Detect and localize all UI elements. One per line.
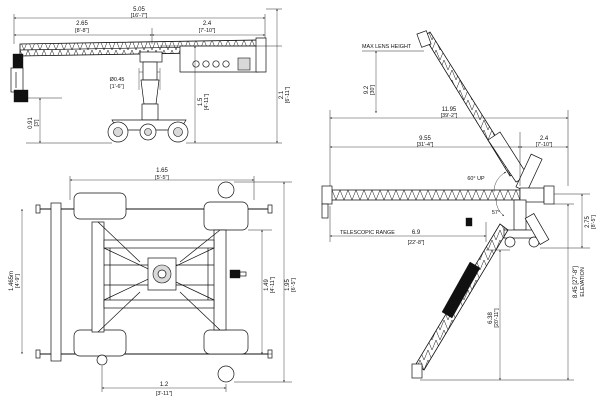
reach-dimensions: 11.95 [39'-2"] 9.55 [31'-4"] 2.4 [7'-10"… (329, 107, 569, 186)
front-arm-imperial: [8'-8"] (75, 28, 89, 34)
remote-head (10, 53, 29, 103)
track-width-imperial: [4'-9"] (15, 274, 21, 288)
low-drop-value: 6.38 (488, 312, 494, 324)
rear-arm-value: 2.4 (203, 21, 212, 27)
rear-reach-imperial: [7'-10"] (536, 142, 553, 148)
pivot-height-imperial: [4'-11"] (204, 93, 210, 110)
elevation-label: ELEVATION (580, 267, 586, 297)
angle-annotations: 60° UP 57° (467, 171, 507, 217)
telescopic-range-label: TELESCOPIC RANGE (340, 230, 395, 236)
track-width-dimension: 1.465m [4'-9"] (9, 208, 23, 355)
overall-length-imperial: [16'-7"] (131, 13, 148, 19)
elevation-value: 8.45 [27'-8"] (573, 266, 579, 298)
height-dimensions: 1.5 [4'-11"] 2.1 [6'-11"] (160, 8, 291, 144)
max-reach-imperial: [39'-2"] (441, 113, 458, 119)
max-lens-height-label: MAX LENS HEIGHT (362, 44, 412, 50)
lens-height-dimension: 0.91 [3'] (26, 97, 112, 144)
top-drop-imperial: [30'] (370, 84, 376, 95)
pivot-height-value: 1.5 (198, 97, 204, 106)
lowered-arm (411, 223, 509, 379)
column-dia-value: Ø0.45 (110, 77, 125, 83)
lens-height-value: 0.91 (28, 117, 34, 129)
top-width-value: 1.65 (156, 168, 168, 174)
front-reach-value: 9.55 (419, 136, 431, 142)
down-angle-label: 57° (492, 210, 500, 216)
front-reach-imperial: [31'-4"] (417, 142, 434, 148)
max-reach-value: 11.95 (442, 107, 457, 113)
overall-length-dimension: 5.05 [16'-7"] (13, 7, 266, 44)
column-dia-imperial: [1'-6"] (110, 84, 124, 90)
base-height-imperial: [8'-5"] (591, 215, 597, 229)
max-lens-height-annotation: MAX LENS HEIGHT 9.2 [30'] (362, 44, 424, 114)
front-arm-value: 2.65 (76, 21, 88, 27)
total-height-value: 2.1 (279, 90, 285, 99)
reach-view-dolly (465, 199, 550, 248)
wheel-base-imperial: [3'-11"] (156, 391, 173, 397)
low-drop-imperial: [20'-11"] (494, 308, 500, 328)
arm-length-dimensions: 2.65 [8'-8"] 2.4 [7'-10"] (13, 21, 266, 44)
reach-view: MAX LENS HEIGHT 9.2 [30'] 11.95 (321, 30, 597, 381)
top-drop-value: 9.2 (364, 85, 370, 94)
crane-arm (19, 37, 267, 73)
rear-reach-value: 2.4 (540, 136, 549, 142)
telescopic-range-imperial: [22'-8"] (408, 240, 425, 246)
top-view-wheels (73, 181, 249, 383)
top-view: 1.65 [5'-5"] (9, 168, 297, 397)
total-height-imperial: [6'-11"] (285, 86, 291, 103)
telescopic-range-value: 6.9 (412, 230, 421, 236)
side-view: 5.05 [16'-7"] 2.65 [8'-8"] 2.4 [7'-10"] (10, 7, 291, 144)
telescopic-range-dimension: TELESCOPIC RANGE 6.9 [22'-8"] (329, 206, 487, 246)
wheel-base-dimension: 1.2 [3'-11"] (101, 366, 227, 397)
telescopic-column (140, 61, 160, 121)
base-height-dimension: 2.75 [8'-5"] (540, 193, 597, 249)
left-beam (50, 202, 62, 362)
wheel-base-value: 1.2 (160, 382, 169, 388)
elevation-dimension: 8.45 [27'-8"] ELEVATION (420, 203, 586, 381)
low-drop-dimension: 6.38 [20'-11"] (486, 249, 510, 381)
length-outer-imperial: [6'-5"] (291, 278, 297, 292)
length-inner-imperial: [4'-11"] (270, 276, 276, 293)
horizontal-arm (321, 185, 555, 219)
rear-arm-imperial: [7'-10"] (199, 28, 216, 34)
top-length-dimensions: 1.49 [4'-11"] 1.95 [6'-5"] (234, 181, 297, 383)
base-height-value: 2.75 (585, 216, 591, 228)
track-width-value: 1.465m (9, 271, 15, 291)
lens-height-imperial: [3'] (34, 119, 40, 127)
top-width-dimension: 1.65 [5'-5"] (69, 168, 255, 200)
overall-length-value: 5.05 (133, 7, 145, 13)
up-angle-label: 60° UP (467, 176, 485, 182)
length-inner-value: 1.49 (264, 279, 270, 291)
raised-arm (416, 30, 543, 193)
dolly-base (107, 119, 189, 143)
length-outer-value: 1.95 (285, 279, 291, 291)
top-width-imperial: [5'-5"] (155, 175, 169, 181)
chassis-frame (91, 221, 247, 333)
